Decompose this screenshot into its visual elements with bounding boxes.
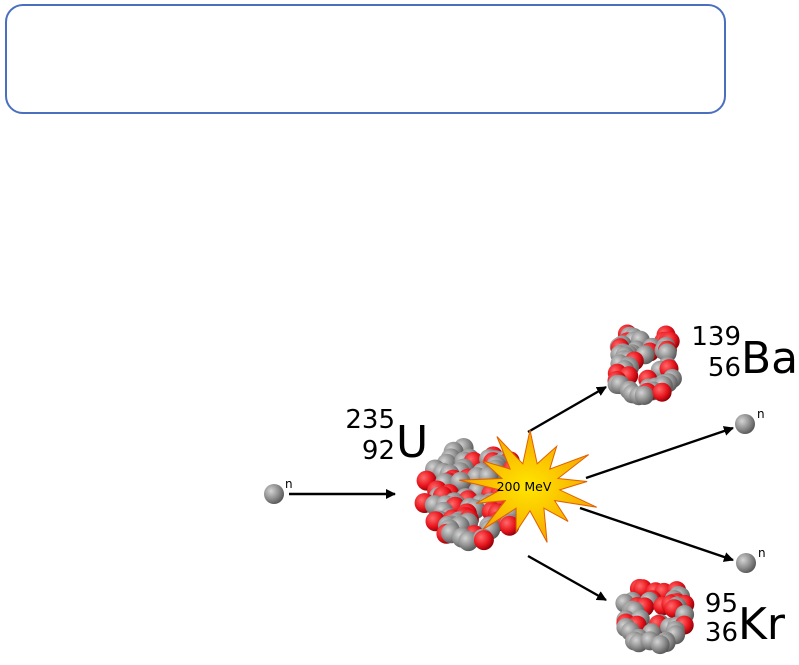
emitted-neutron-upper-label: n (757, 407, 765, 421)
barium-mass-number: 139 (691, 322, 741, 352)
uranium-mass-number: 235 (345, 405, 395, 435)
uranium-label: 235 92 U (345, 405, 428, 468)
neutron (634, 386, 654, 405)
neutron (657, 343, 677, 363)
energy-burst-shape (459, 429, 597, 543)
neutron-arrow-upper (585, 426, 734, 480)
proton (499, 515, 520, 536)
proton (473, 530, 494, 551)
neutron-arrow-lower (579, 506, 734, 562)
krypton-mass-number: 95 (705, 589, 738, 619)
energy-burst: 200 MeV (459, 429, 597, 543)
incoming-neutron-label: n (285, 477, 293, 491)
barium-arrow (527, 385, 607, 434)
barium-symbol: Ba (741, 333, 798, 384)
barium-nucleus (607, 324, 682, 406)
krypton-nucleus (615, 579, 695, 655)
proton (652, 382, 672, 402)
emitted-neutron-lower: n (736, 546, 766, 573)
uranium-symbol: U (396, 417, 428, 468)
krypton-atomic-number: 36 (705, 618, 738, 648)
krypton-symbol: Kr (738, 599, 786, 650)
uranium-atomic-number: 92 (362, 436, 395, 466)
emitted-neutron-upper: n (735, 407, 765, 434)
incoming-neutron: n (264, 477, 293, 504)
emitted-neutron-lower-ball (736, 553, 756, 573)
neutron (650, 635, 670, 655)
incoming-neutron-ball (264, 484, 284, 504)
emitted-neutron-lower-label: n (758, 546, 766, 560)
barium-atomic-number: 56 (708, 353, 741, 383)
krypton-arrow (527, 554, 607, 602)
uranium-nucleus (414, 438, 532, 552)
emitted-neutron-upper-ball (735, 414, 755, 434)
header-box (5, 4, 726, 114)
krypton-label: 95 36 Kr (705, 589, 786, 650)
energy-burst-label: 200 MeV (497, 479, 552, 494)
barium-label: 139 56 Ba (691, 322, 798, 384)
